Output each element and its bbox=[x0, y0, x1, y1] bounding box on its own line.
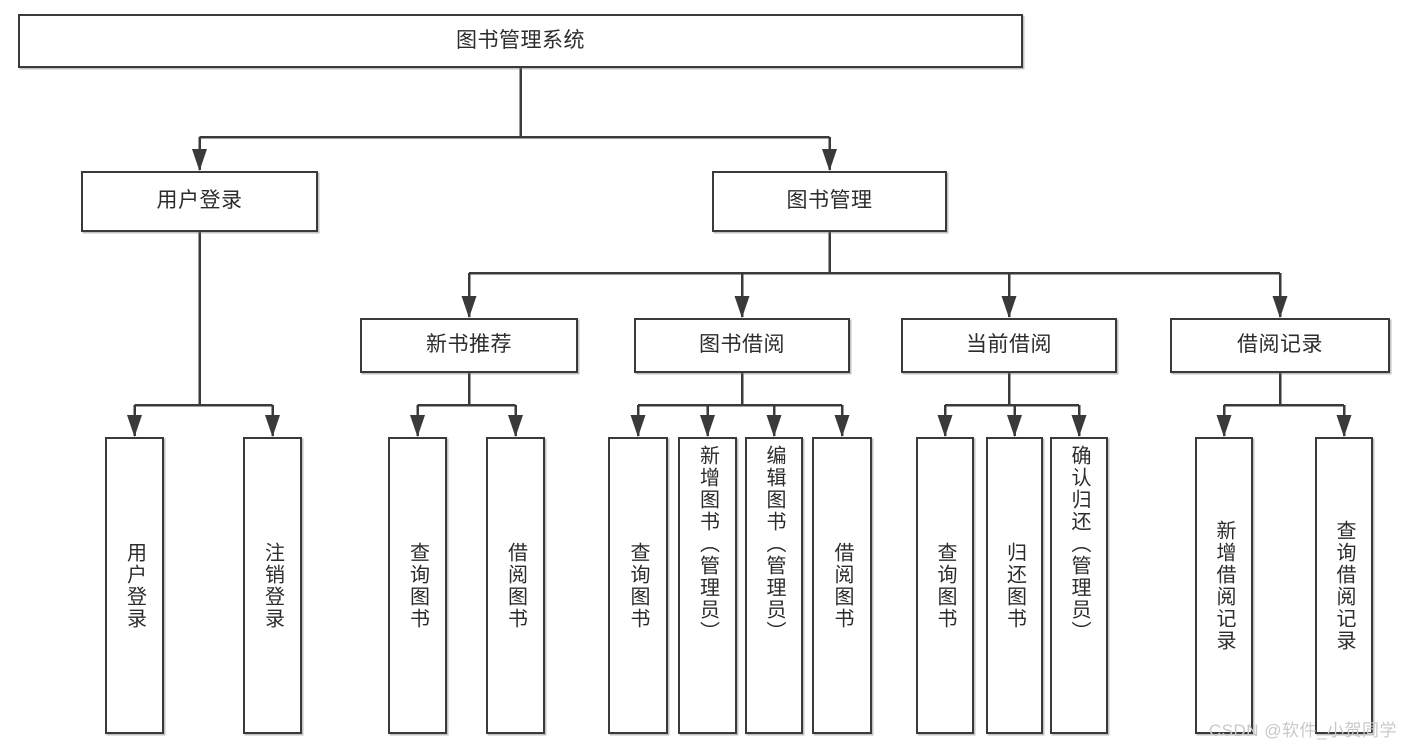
leaf-query-book[interactable]: 查询图书 bbox=[608, 437, 668, 734]
leaf-logout[interactable]: 注销登录 bbox=[243, 437, 302, 734]
leaf-query-book-current-label: 查询图书 bbox=[934, 541, 956, 630]
node-new-book-recommend-label: 新书推荐 bbox=[426, 333, 512, 357]
node-book-management-label: 图书管理 bbox=[786, 189, 873, 213]
leaf-user-login[interactable]: 用户登录 bbox=[105, 437, 164, 734]
node-book-borrow[interactable]: 图书借阅 bbox=[634, 318, 850, 373]
leaf-borrow-book-recommend[interactable]: 借阅图书 bbox=[486, 437, 545, 734]
leaf-query-book-recommend-label: 查询图书 bbox=[406, 541, 429, 630]
leaf-return-book-label: 归还图书 bbox=[1003, 541, 1026, 630]
leaf-add-borrow-record-label: 新增借阅记录 bbox=[1213, 519, 1235, 652]
node-book-borrow-label: 图书借阅 bbox=[699, 333, 785, 357]
leaf-edit-book-admin-label: 编辑图书（管理员） bbox=[763, 445, 785, 643]
leaf-query-borrow-record-label: 查询借阅记录 bbox=[1333, 519, 1355, 652]
leaf-edit-book-admin[interactable]: 编辑图书（管理员） bbox=[745, 437, 803, 734]
node-root[interactable]: 图书管理系统 bbox=[18, 14, 1023, 68]
leaf-confirm-return-admin[interactable]: 确认归还（管理员） bbox=[1050, 437, 1108, 734]
node-root-label: 图书管理系统 bbox=[456, 28, 585, 52]
leaf-query-book-current[interactable]: 查询图书 bbox=[916, 437, 974, 734]
leaf-return-book[interactable]: 归还图书 bbox=[986, 437, 1043, 734]
node-user-login-label: 用户登录 bbox=[156, 189, 243, 213]
leaf-borrow-book-recommend-label: 借阅图书 bbox=[504, 541, 527, 630]
node-new-book-recommend[interactable]: 新书推荐 bbox=[360, 318, 578, 373]
leaf-query-book-label: 查询图书 bbox=[627, 541, 649, 630]
leaf-borrow-book-label: 借阅图书 bbox=[831, 541, 853, 630]
leaf-add-book-admin[interactable]: 新增图书（管理员） bbox=[678, 437, 737, 734]
node-user-login[interactable]: 用户登录 bbox=[81, 171, 318, 232]
node-current-borrow-label: 当前借阅 bbox=[966, 333, 1052, 357]
node-borrow-record-label: 借阅记录 bbox=[1237, 333, 1323, 357]
node-current-borrow[interactable]: 当前借阅 bbox=[901, 318, 1117, 373]
leaf-add-book-admin-label: 新增图书（管理员） bbox=[696, 445, 719, 643]
node-book-management[interactable]: 图书管理 bbox=[712, 171, 947, 232]
leaf-borrow-book[interactable]: 借阅图书 bbox=[812, 437, 872, 734]
node-borrow-record[interactable]: 借阅记录 bbox=[1170, 318, 1390, 373]
leaf-query-borrow-record[interactable]: 查询借阅记录 bbox=[1315, 437, 1373, 734]
leaf-query-book-recommend[interactable]: 查询图书 bbox=[388, 437, 447, 734]
leaf-logout-label: 注销登录 bbox=[261, 541, 284, 630]
leaf-confirm-return-admin-label: 确认归还（管理员） bbox=[1068, 445, 1090, 643]
leaf-add-borrow-record[interactable]: 新增借阅记录 bbox=[1195, 437, 1253, 734]
leaf-user-login-label: 用户登录 bbox=[123, 541, 146, 630]
watermark: CSDN @软件_小贺同学 bbox=[1208, 721, 1397, 740]
